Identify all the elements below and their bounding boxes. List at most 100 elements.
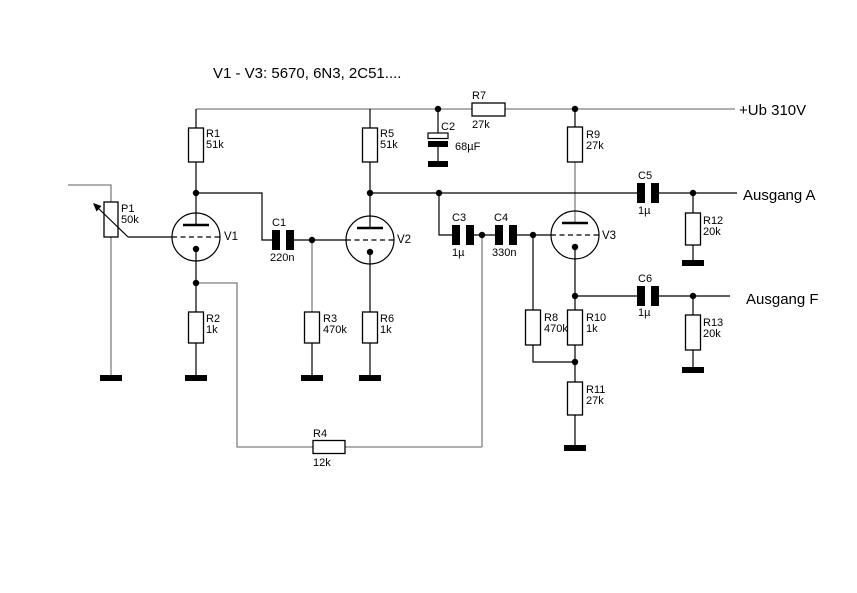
r10-ref-label: R10 bbox=[586, 312, 606, 324]
r11-value-label: 27k bbox=[586, 395, 604, 407]
p1-body bbox=[103, 201, 119, 238]
r12-value-label: 20k bbox=[703, 226, 721, 238]
c3-ref-label: C3 bbox=[452, 212, 466, 224]
ground-p1 bbox=[100, 375, 122, 381]
r8-bottom-wire bbox=[532, 345, 575, 363]
r11-ref-label: R11 bbox=[586, 384, 605, 396]
c2-ref-label: C2 bbox=[441, 121, 455, 133]
feedback-wire-left bbox=[196, 282, 313, 448]
p1-value-label: 50k bbox=[121, 214, 139, 226]
v3-label: V3 bbox=[602, 230, 616, 242]
junction-r10-r11 bbox=[571, 358, 579, 366]
resistor-R8: R8 470k bbox=[524, 309, 568, 346]
r13-ref-label: R13 bbox=[703, 317, 723, 329]
drop-to-c3-wire bbox=[438, 193, 452, 236]
c6-ref-label: C6 bbox=[638, 273, 652, 285]
p1-ref-label: P1 bbox=[121, 203, 134, 215]
c5-ref-label: C5 bbox=[638, 170, 652, 182]
input-wire bbox=[68, 184, 112, 202]
tube-V3: V3 bbox=[550, 210, 616, 296]
c4-plate-left bbox=[495, 225, 503, 245]
c2-plate-positive bbox=[427, 132, 449, 140]
r9-value-label: 27k bbox=[586, 140, 604, 152]
resistor-R7: R7 27k bbox=[471, 90, 506, 131]
r13-body bbox=[684, 314, 702, 351]
r4-value-label: 12k bbox=[313, 457, 331, 469]
c6-plate-right bbox=[651, 286, 659, 306]
r2-body bbox=[187, 311, 205, 344]
capacitor-C2: C2 68µF bbox=[427, 109, 481, 167]
v1-label: V1 bbox=[224, 231, 238, 243]
tube-V1: V1 bbox=[171, 193, 238, 283]
junction-r9-rail bbox=[571, 105, 579, 113]
r10-body bbox=[566, 309, 584, 346]
c4-ref-label: C4 bbox=[494, 212, 508, 224]
capacitor-C6: C6 1µ bbox=[637, 273, 659, 319]
r5-body bbox=[361, 127, 379, 163]
r7-value-label: 27k bbox=[472, 119, 490, 131]
r7-body bbox=[471, 102, 506, 117]
resistor-R12: R12 20k bbox=[684, 193, 723, 260]
resistor-R13: R13 20k bbox=[684, 296, 723, 367]
junction-dots bbox=[192, 105, 697, 366]
capacitor-C3: C3 1µ bbox=[452, 212, 474, 259]
ground-r6 bbox=[359, 375, 381, 381]
output-a-label: Ausgang A bbox=[743, 187, 816, 204]
c6-value-label: 1µ bbox=[638, 307, 651, 319]
r2-value-label: 1k bbox=[206, 324, 218, 336]
c1-ref-label: C1 bbox=[272, 217, 286, 229]
c1-plate-left bbox=[272, 230, 280, 250]
ground-r12 bbox=[682, 260, 704, 266]
r5-ref-label: R5 bbox=[380, 128, 394, 140]
r1-value-label: 51k bbox=[206, 139, 224, 151]
r6-value-label: 1k bbox=[380, 324, 392, 336]
c3-plate-left bbox=[452, 225, 460, 245]
junction-c3-tap bbox=[435, 189, 443, 197]
junction-v1-anode bbox=[192, 189, 200, 197]
r3-ref-label: R3 bbox=[323, 313, 337, 325]
ground-r3 bbox=[301, 375, 323, 381]
junction-v1-cathode bbox=[192, 279, 200, 287]
p1-wiper-arrow-head bbox=[93, 203, 102, 212]
r6-body bbox=[361, 311, 379, 344]
schematic-title: V1 - V3: 5670, 6N3, 2C51.... bbox=[213, 65, 401, 82]
junction-v3-cathode bbox=[571, 292, 579, 300]
ground-r2 bbox=[185, 375, 207, 381]
c2-value-label: 68µF bbox=[455, 141, 481, 153]
r13-value-label: 20k bbox=[703, 328, 721, 340]
r6-ref-label: R6 bbox=[380, 313, 394, 325]
r8-body bbox=[524, 309, 542, 346]
r11-body bbox=[566, 381, 584, 416]
p1-wiper-arrow-shaft bbox=[96, 206, 129, 238]
resistor-R3: R3 470k bbox=[303, 311, 347, 375]
junction-c2-rail bbox=[434, 105, 442, 113]
ground-symbols bbox=[100, 260, 704, 451]
r7-ref-label: R7 bbox=[472, 90, 486, 102]
output-f-label: Ausgang F bbox=[746, 291, 819, 308]
capacitor-C4: C4 330n bbox=[492, 212, 517, 259]
r3-body bbox=[303, 311, 321, 344]
r2-ref-label: R2 bbox=[206, 313, 220, 325]
junction-v3-grid bbox=[529, 231, 537, 239]
c4-plate-right bbox=[509, 225, 517, 245]
junction-c3-c4 bbox=[478, 231, 486, 239]
r8-value-label: 470k bbox=[544, 323, 568, 335]
c6-plate-left bbox=[637, 286, 645, 306]
junction-v2-grid bbox=[308, 236, 316, 244]
c3-value-label: 1µ bbox=[452, 247, 465, 259]
ground-r11 bbox=[564, 445, 586, 451]
r9-ref-label: R9 bbox=[586, 129, 600, 141]
supply-label: +Ub 310V bbox=[739, 102, 806, 119]
resistor-R9: R9 27k bbox=[566, 109, 604, 163]
c4-value-label: 330n bbox=[492, 247, 516, 259]
c1-value-label: 220n bbox=[270, 252, 294, 264]
junction-v2-anode bbox=[366, 189, 374, 197]
wires-routing bbox=[68, 108, 735, 448]
resistor-R4: R4 12k bbox=[312, 428, 346, 469]
c2-plate-negative bbox=[428, 141, 448, 147]
c5-plate-right bbox=[651, 183, 659, 203]
c2-ground-symbol bbox=[428, 161, 448, 167]
r10-value-label: 1k bbox=[586, 323, 598, 335]
resistor-R1: R1 51k bbox=[187, 109, 224, 193]
r1-body bbox=[187, 127, 205, 163]
